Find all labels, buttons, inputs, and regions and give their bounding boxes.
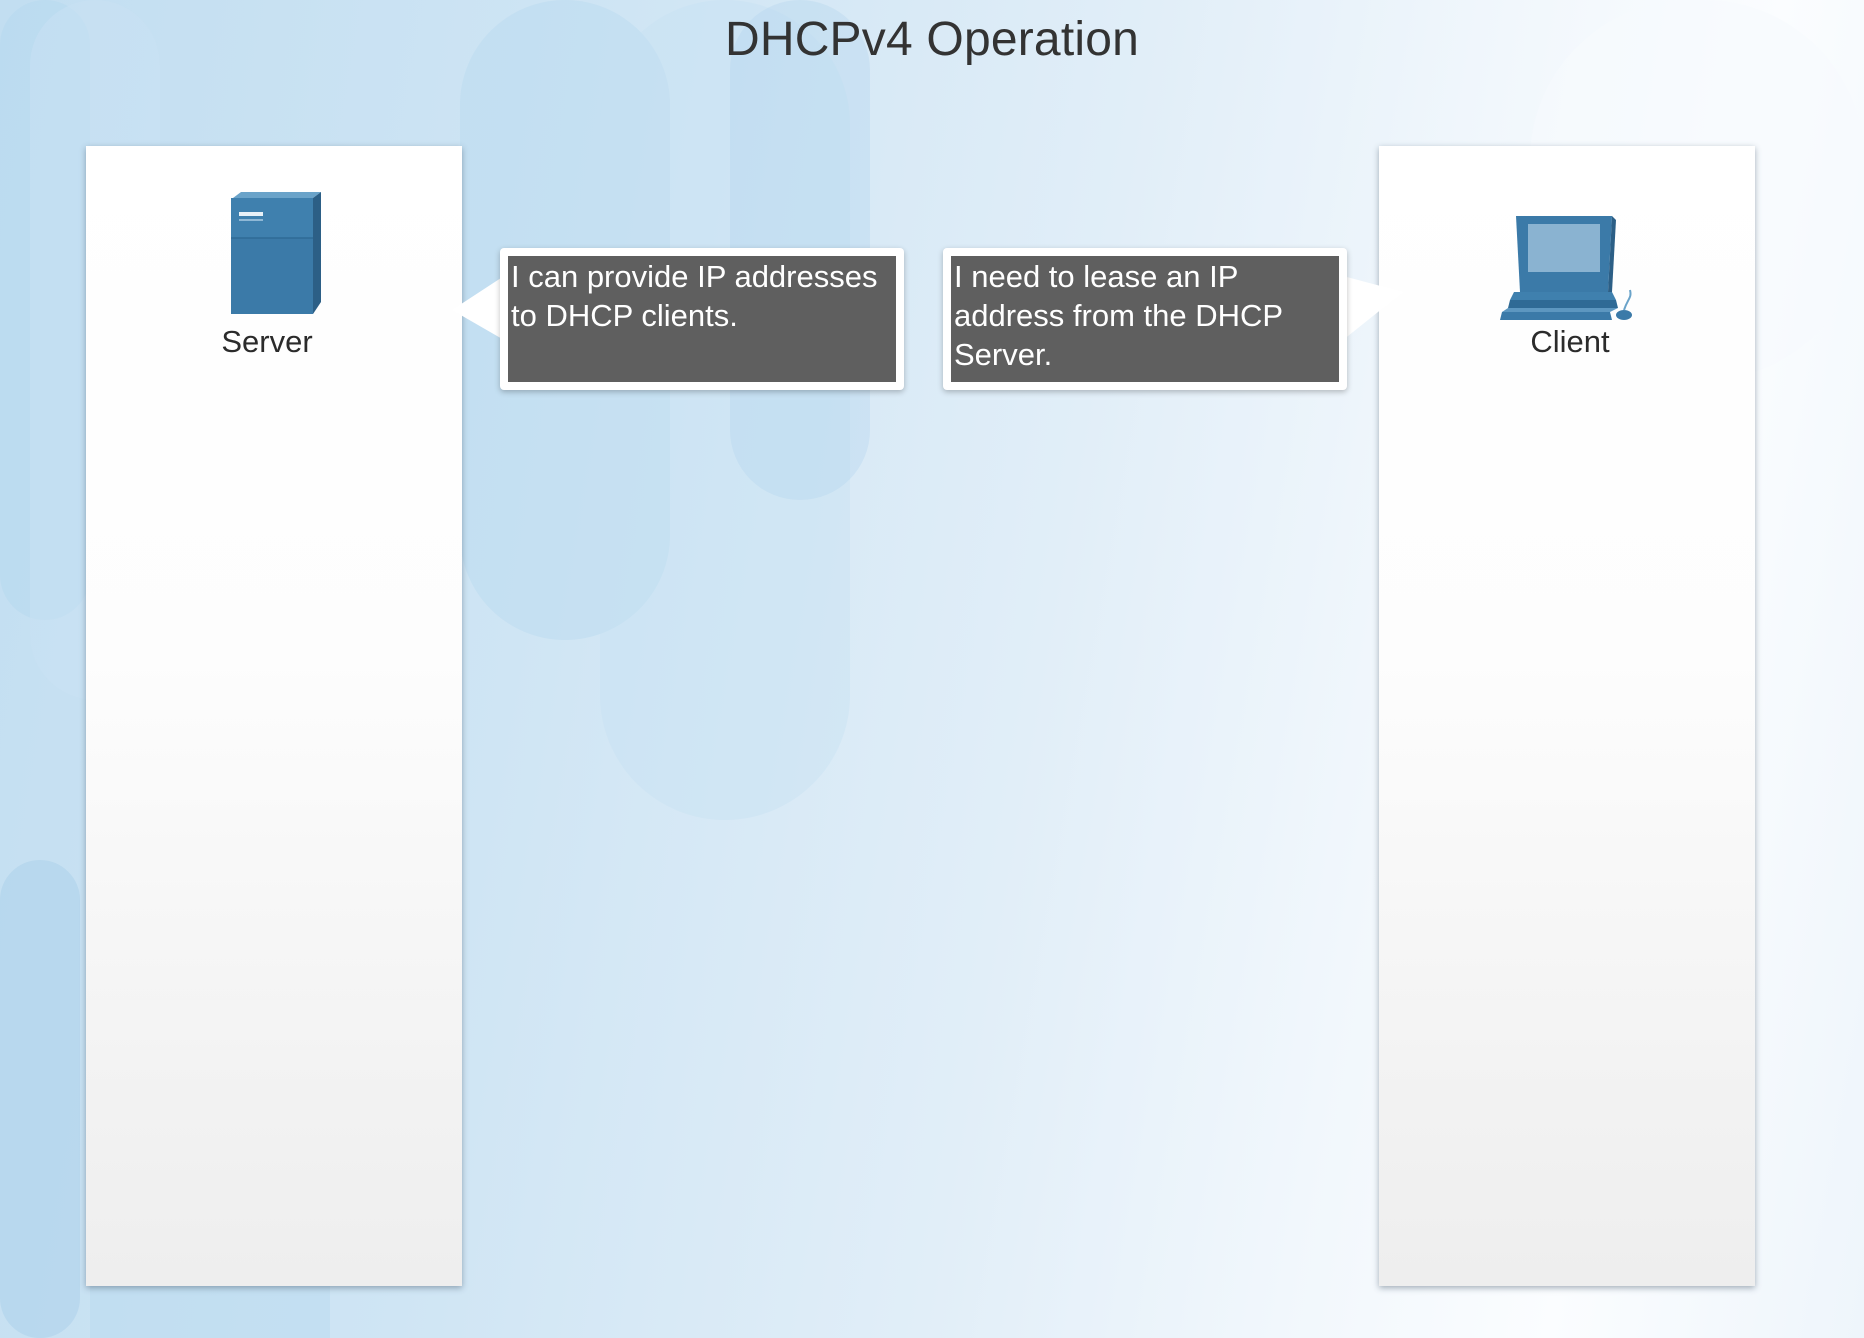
page-title: DHCPv4 Operation <box>724 13 1140 66</box>
server-icon <box>227 190 323 318</box>
client-speech-bubble: I need to lease an IP address from the D… <box>943 248 1347 390</box>
client-label: Client <box>1530 324 1610 359</box>
desktop-computer-icon <box>1500 212 1636 320</box>
server-panel <box>86 146 462 1286</box>
server-speech-bubble: I can provide IP addresses to DHCP clien… <box>500 248 904 390</box>
client-bubble-tail <box>1343 270 1403 340</box>
server-bubble-tail <box>452 270 504 340</box>
client-bubble-text: I need to lease an IP address from the D… <box>951 256 1339 382</box>
server-label: Server <box>221 324 313 359</box>
client-panel <box>1379 146 1755 1286</box>
server-bubble-text: I can provide IP addresses to DHCP clien… <box>508 256 896 382</box>
